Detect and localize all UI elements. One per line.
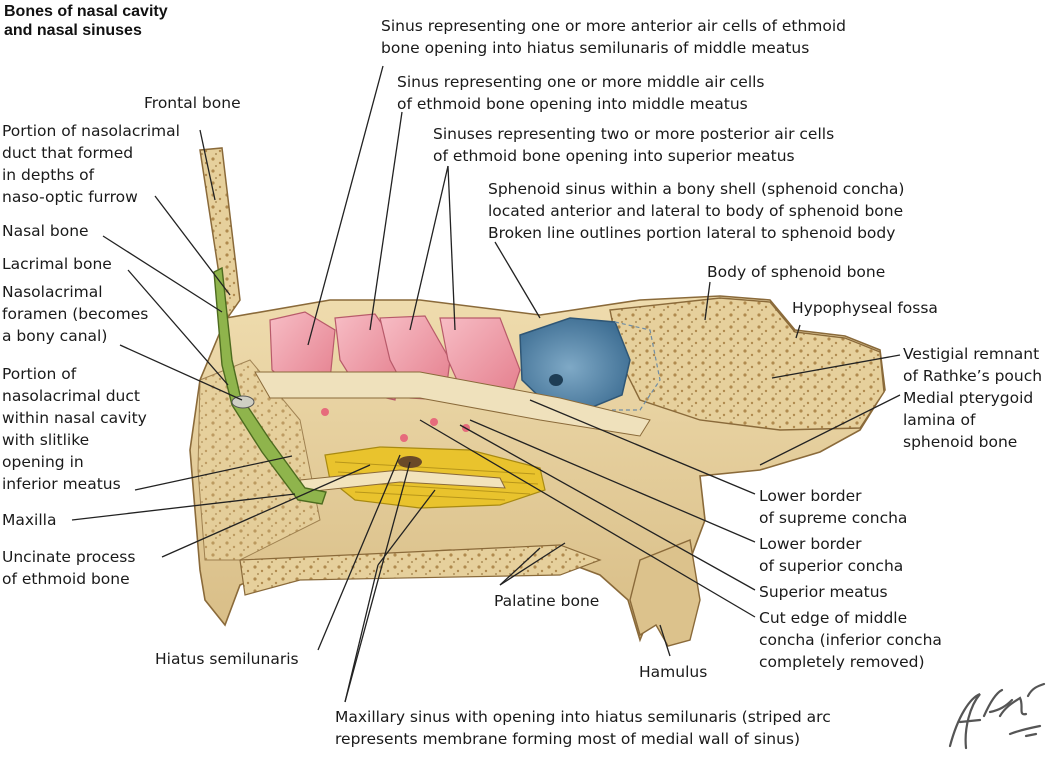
ethmoid-opening-3	[430, 418, 438, 426]
palate-shape	[239, 544, 602, 596]
label-anterior-ethmoid-sinus: Sinus representing one or more anterior …	[381, 17, 847, 57]
sphenoid-sinus-shape	[519, 317, 631, 409]
sphenoid-body-shape	[609, 297, 885, 431]
middle-concha-cut-shape	[254, 371, 651, 437]
label-middle-ethmoid-sinus: Sinus representing one or more middle ai…	[397, 73, 765, 113]
sphenoid-lateral-outline	[600, 321, 661, 411]
leader-lines	[71, 65, 901, 703]
frontal-bone-shape	[199, 147, 241, 322]
label-sphenoid-sinus: Sphenoid sinus within a bony shell (sphe…	[488, 180, 905, 242]
label-posterior-ethmoid-sinuses: Sinuses representing two or more posteri…	[433, 125, 835, 165]
maxilla-shape	[197, 359, 321, 561]
diagram-title: Bones of nasal cavity and nasal sinuses	[4, 2, 168, 40]
label-maxillary-sinus: Maxillary sinus with opening into hiatus…	[335, 708, 831, 748]
title-line-2: and nasal sinuses	[4, 22, 142, 39]
label-hamulus: Hamulus	[639, 663, 708, 681]
label-hiatus-semilunaris: Hiatus semilunaris	[155, 650, 299, 668]
label-hypophyseal-fossa: Hypophyseal fossa	[792, 299, 938, 317]
label-superior-meatus: Superior meatus	[759, 583, 888, 601]
ethmoid-opening-2	[400, 434, 408, 442]
nasolacrimal-duct-shape	[213, 266, 327, 505]
label-body-of-sphenoid: Body of sphenoid bone	[707, 263, 886, 281]
title-line-1: Bones of nasal cavity	[4, 3, 168, 20]
label-palatine-bone: Palatine bone	[494, 592, 600, 610]
pterygoid-process-shape	[629, 539, 701, 647]
label-nasal-bone: Nasal bone	[2, 222, 89, 240]
ethmoid-opening-1	[321, 408, 329, 416]
nasolacrimal-foramen-shape	[231, 395, 255, 409]
label-frontal-bone: Frontal bone	[144, 94, 241, 112]
netter-signature	[948, 682, 1046, 750]
label-lacrimal-bone: Lacrimal bone	[2, 255, 112, 273]
sphenoid-sinus-opening-shape	[549, 374, 563, 386]
label-maxilla: Maxilla	[2, 511, 57, 529]
